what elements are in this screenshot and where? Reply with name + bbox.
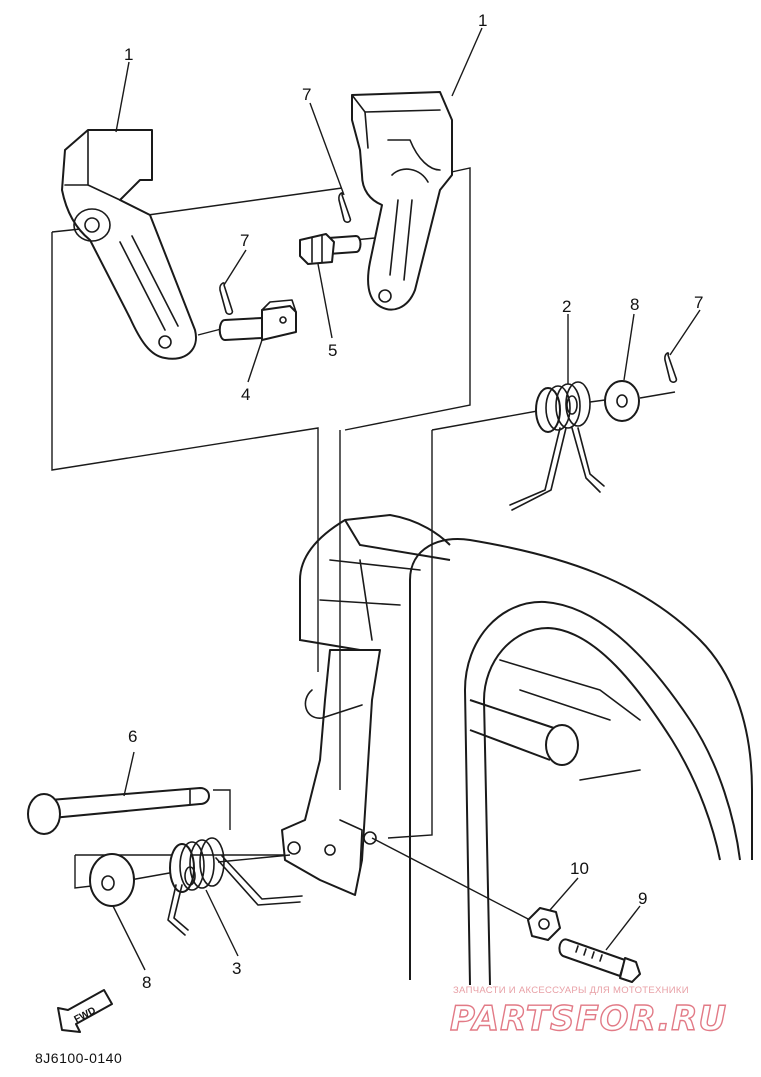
callout-7-right: 7 — [694, 293, 703, 312]
callout-5: 5 — [328, 341, 337, 360]
pivot-pin-6 — [27, 787, 210, 835]
frame-body — [281, 513, 753, 986]
washer-upper — [604, 380, 640, 422]
cotter-pin-left — [219, 282, 234, 315]
callout-6: 6 — [128, 727, 137, 746]
watermark-tagline: ЗАПЧАСТИ И АКСЕССУАРЫ ДЛЯ МОТОТЕХНИКИ — [453, 985, 689, 996]
watermark-logo: PARTSFOR.RU — [450, 999, 727, 1039]
callout-8-upper: 8 — [630, 295, 639, 314]
pin-5 — [299, 233, 362, 265]
cotter-pin-center — [338, 192, 352, 223]
callout-7-left: 7 — [240, 231, 249, 250]
spring-lower — [167, 837, 303, 936]
callout-4: 4 — [241, 385, 250, 404]
right-footpeg — [351, 91, 453, 311]
washer-lower — [89, 853, 135, 907]
callout-leaders — [112, 27, 701, 971]
callout-10: 10 — [570, 859, 589, 878]
callout-1-left: 1 — [124, 45, 133, 64]
nut-10 — [527, 907, 561, 941]
callout-1-right: 1 — [478, 11, 487, 30]
cotter-pin-right — [664, 352, 678, 383]
drawing-code: 8J6100-0140 — [35, 1050, 122, 1066]
partsfor-watermark: ЗАПЧАСТИ И АКСЕССУАРЫ ДЛЯ МОТОТЕХНИКИ PA… — [449, 985, 727, 1040]
spring-upper — [509, 381, 605, 511]
callout-7-center: 7 — [302, 85, 311, 104]
callout-9: 9 — [638, 889, 647, 908]
callout-3: 3 — [232, 959, 241, 978]
callout-labels: 1 1 7 7 7 2 8 4 5 6 8 3 10 9 — [124, 11, 703, 992]
callout-8-lower: 8 — [142, 973, 151, 992]
pin-4 — [218, 299, 297, 341]
bolt-9 — [558, 938, 641, 983]
forward-direction-arrow: FWD — [57, 989, 113, 1033]
callout-2: 2 — [562, 297, 571, 316]
left-footpeg — [61, 129, 197, 360]
